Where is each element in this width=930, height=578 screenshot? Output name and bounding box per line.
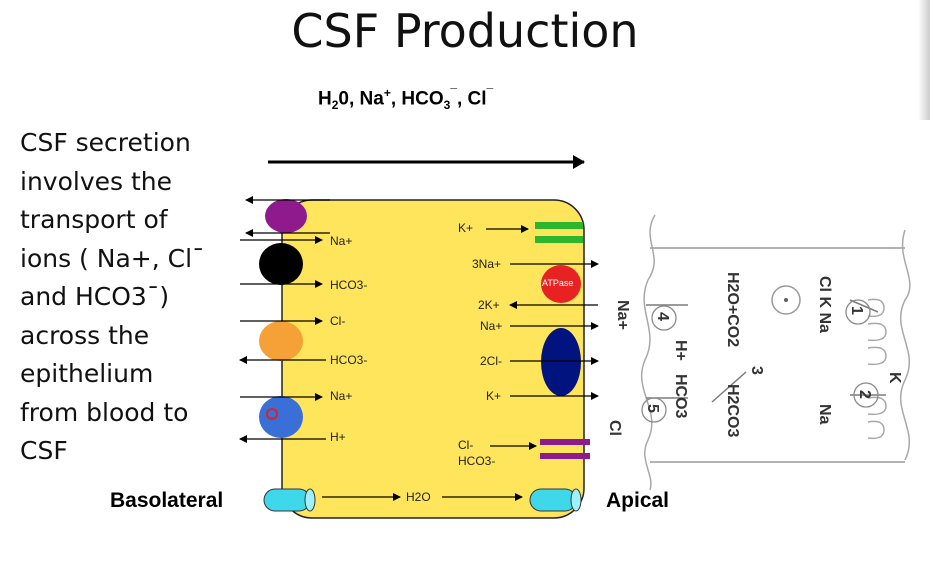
rp-num1: 1 bbox=[848, 306, 865, 315]
rp-h-plus: H+ bbox=[672, 340, 689, 361]
marker-2-icon bbox=[853, 382, 879, 408]
nkcc-transporter bbox=[541, 328, 581, 396]
rp-reaction-num: 3 bbox=[748, 366, 765, 375]
label-cl-apical: Cl- bbox=[458, 438, 473, 452]
rp-na-right: Na bbox=[816, 404, 833, 425]
label-hco3-out: HCO3- bbox=[330, 353, 367, 367]
purple-channel-top bbox=[540, 439, 590, 445]
rp-num2: 2 bbox=[856, 390, 873, 399]
formula-hco: , HCO bbox=[390, 88, 444, 110]
description-text: CSF secretion involves the transport of … bbox=[20, 124, 230, 471]
rp-cl: Cl bbox=[606, 420, 623, 436]
basolateral-label: Basolateral bbox=[110, 489, 224, 512]
green-channel-bottom bbox=[535, 236, 583, 243]
rp-k: K bbox=[886, 372, 903, 384]
nucleus-icon bbox=[771, 285, 801, 315]
rp-reaction-top: H2O+CO2 bbox=[724, 272, 741, 347]
label-atpase: ATPase bbox=[542, 278, 573, 288]
label-cl: Cl- bbox=[330, 314, 345, 328]
label-3na: 3Na+ bbox=[472, 257, 501, 271]
label-na-apical: Na+ bbox=[480, 319, 502, 333]
marker-4-icon bbox=[651, 305, 677, 331]
description-line: from blood to bbox=[20, 397, 189, 427]
marker-1-icon bbox=[845, 299, 871, 325]
water-channel-basolateral bbox=[263, 488, 311, 512]
atpase-pump bbox=[541, 265, 581, 303]
rp-num5: 5 bbox=[644, 404, 661, 413]
slide-edge bbox=[918, 0, 930, 120]
marker-5-icon bbox=[641, 397, 667, 423]
black-transporter bbox=[259, 243, 303, 285]
purple-transporter bbox=[265, 199, 307, 233]
formula-cl: , Cl bbox=[456, 88, 487, 110]
carbonic-anhydrase-icon bbox=[266, 408, 278, 420]
epithelial-cell bbox=[281, 199, 585, 519]
formula-sup-cl-minus: ¯ bbox=[486, 86, 494, 100]
description-line: CSF bbox=[20, 436, 68, 465]
rp-hco3: HCO3 bbox=[672, 374, 689, 419]
description-line: ions ( Na+, Cl¯ bbox=[20, 243, 205, 273]
formula-sub-2: 2 bbox=[331, 98, 339, 113]
green-channel-top bbox=[535, 222, 583, 229]
description-line: across the bbox=[20, 320, 150, 350]
description-line: epithelium bbox=[20, 359, 154, 388]
label-na: Na+ bbox=[330, 234, 352, 248]
rp-num4: 4 bbox=[654, 312, 671, 321]
formula-sub-3: 3 bbox=[443, 98, 451, 113]
label-hco3: HCO3- bbox=[330, 278, 367, 292]
label-h2o: H2O bbox=[406, 490, 431, 504]
blue-transporter bbox=[259, 396, 303, 438]
description-line: CSF secretion bbox=[20, 128, 191, 157]
description-line: involves the bbox=[20, 166, 173, 196]
ion-formula: H20, Na+, HCO3¯, Cl¯ bbox=[318, 86, 493, 112]
description-line: transport of bbox=[20, 205, 168, 234]
formula-sup-plus: + bbox=[383, 86, 391, 100]
label-2cl: 2Cl- bbox=[480, 354, 502, 368]
purple-channel-bottom bbox=[540, 453, 590, 459]
orange-transporter bbox=[259, 321, 303, 361]
rp-reaction-bottom: H2CO3 bbox=[724, 384, 741, 437]
description-line: and HCO3¯) bbox=[20, 282, 170, 311]
apical-label: Apical bbox=[606, 489, 670, 512]
water-channel-apical bbox=[529, 488, 577, 512]
label-na-2: Na+ bbox=[330, 389, 352, 403]
formula-h: H bbox=[318, 88, 332, 110]
slide-title: CSF Production bbox=[291, 4, 639, 58]
formula-sup-minus: ¯ bbox=[450, 86, 457, 100]
rp-na-left: Na+ bbox=[614, 300, 631, 330]
label-k-apical: K+ bbox=[458, 221, 473, 235]
right-panel-sketch bbox=[640, 214, 911, 491]
label-k-apical-2: K+ bbox=[486, 389, 501, 403]
label-2k: 2K+ bbox=[478, 298, 500, 312]
label-h: H+ bbox=[330, 430, 346, 444]
rp-cl-k-na: Cl K Na bbox=[816, 276, 833, 333]
label-hco3-apical: HCO3- bbox=[458, 454, 495, 468]
formula-na: 0, Na bbox=[338, 88, 384, 110]
